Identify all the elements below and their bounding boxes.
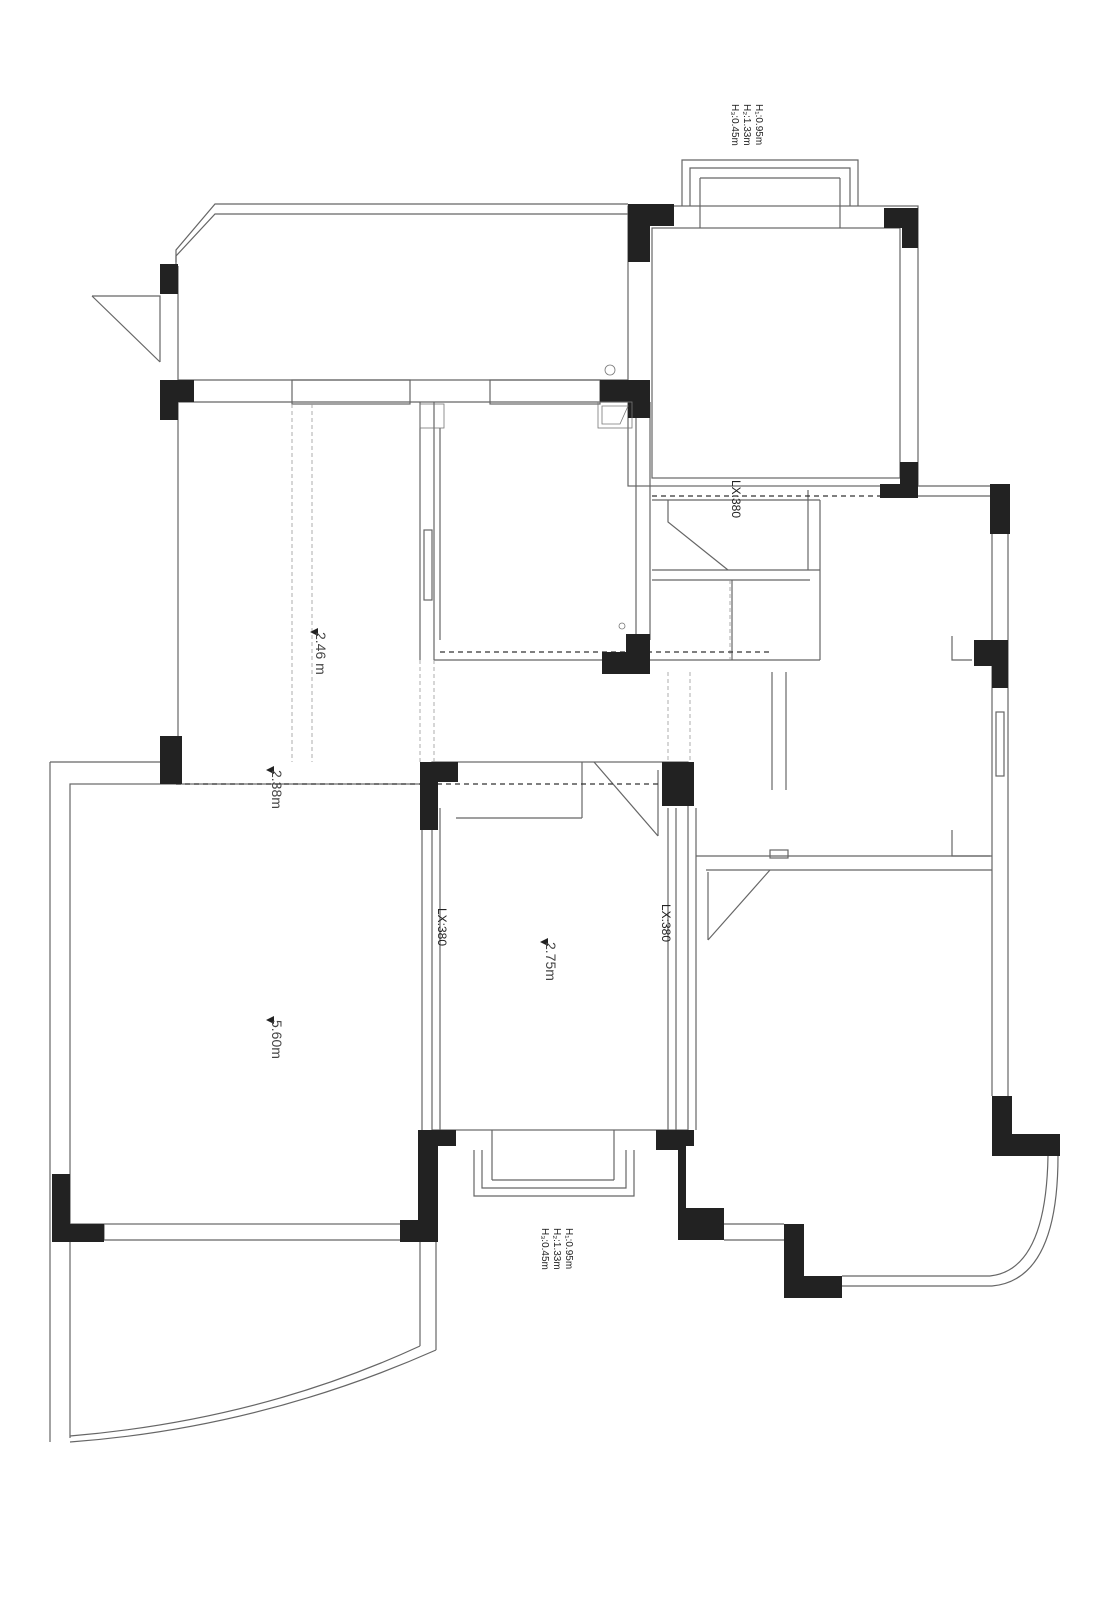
level-marker-icon (266, 766, 274, 774)
level-marker-icon (266, 1016, 274, 1024)
window-spec-bottom-h3: H₃:0.45m (539, 1228, 550, 1270)
hidden-lines (291, 404, 731, 762)
structural-columns (52, 204, 1060, 1298)
lx-top-right-label: LX:380 (729, 480, 743, 518)
level-marker-icon (310, 628, 318, 636)
balcony-door-swing (92, 295, 161, 362)
window-spec-top-h1: H₁:0.95m (753, 104, 764, 145)
window-spec-bottom: H₁:0.95m H₂:1.33m H₃:0.45m (539, 1228, 574, 1270)
drain-icon (604, 364, 616, 376)
window-spec-bottom-h1: H₁:0.95m (563, 1228, 574, 1269)
lx-center-right-label: LX:380 (659, 904, 673, 942)
level-center-room-label: 2.75m (543, 942, 559, 981)
level-marker-icon (540, 938, 548, 946)
level-markers (266, 628, 548, 1024)
fixtures (419, 364, 633, 630)
window-spec-top: H₁:0.95m H₂:1.33m H₃:0.45m (729, 104, 764, 146)
balcony-top-outline-outer (175, 203, 628, 266)
level-lines (176, 495, 880, 785)
level-large-room-label: 5.60m (269, 1020, 285, 1059)
window-spec-top-h3: H₃:0.45m (729, 104, 740, 146)
lx-center-left-label: LX:380 (435, 908, 449, 946)
wall-outlines (49, 159, 1059, 1443)
level-corridor-label: 2.46 m (313, 632, 329, 675)
window-spec-top-h2: H₂:1.33m (741, 104, 752, 146)
balcony-top-outline-inner (175, 213, 628, 262)
window-spec-bottom-h2: H₂:1.33m (551, 1228, 562, 1270)
level-step-label: 2.38m (269, 770, 285, 809)
